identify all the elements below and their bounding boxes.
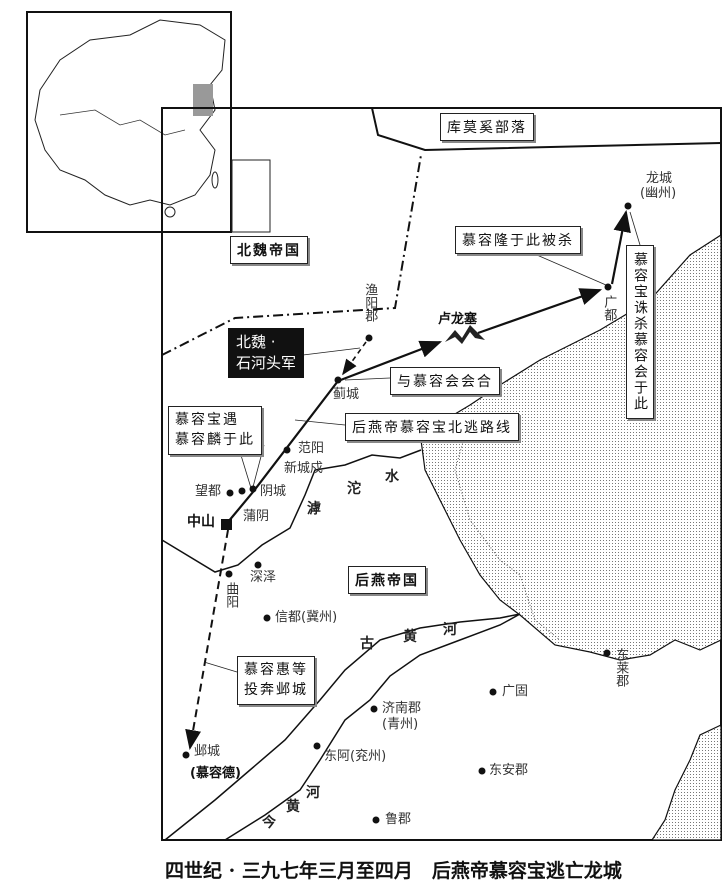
place-jinan: 济南郡: [382, 701, 422, 716]
annotation-murong-lin: 慕容宝遇 慕容麟于此: [168, 406, 262, 455]
wei-army-label: 北魏 · 石河头军: [228, 328, 305, 378]
zhongshan-capital-marker: [221, 519, 232, 530]
place-guanggu: 广固: [502, 684, 529, 699]
place-jicheng: 蓟城: [333, 387, 360, 402]
place-xindu: 信都(冀州): [275, 610, 338, 625]
northern-wei-border: [161, 154, 422, 356]
wei-army-label-line1: 北魏 ·: [236, 333, 276, 351]
region-later-yan: 后燕帝国: [348, 566, 426, 594]
place-longcheng: 龙城: [646, 171, 673, 186]
flight-to-yecheng-route: [185, 529, 229, 750]
old-yellow-river: [164, 613, 521, 841]
wei-army-label-line2: 石河头军: [236, 354, 297, 372]
annotation-longcheng-kill: 慕容宝诛杀慕容会于此: [626, 245, 654, 419]
annotation-route: 后燕帝慕容宝北逃路线: [345, 413, 519, 441]
escape-route-east: [477, 288, 603, 335]
place-xinchengshu: 新城戍: [284, 461, 324, 476]
place-yincheng: 阴城: [260, 484, 287, 499]
region-kumoxi: 库莫奚部落: [440, 113, 534, 141]
annotation-murong-hui-line2: 投奔邺城: [244, 682, 308, 699]
place-murong-de: (慕容德): [190, 766, 241, 781]
place-lujun: 鲁郡: [385, 812, 412, 827]
place-zhongshan: 中山: [187, 514, 215, 530]
callout-lines: [203, 211, 641, 673]
sea-area-southeast: [650, 724, 722, 841]
place-yecheng: 邺城: [194, 744, 221, 759]
river-hutuo-char3: 水: [385, 469, 399, 485]
place-puyin: 蒲阴: [243, 509, 270, 524]
place-lulongsai: 卢龙塞: [438, 312, 478, 327]
place-youzhou: (幽州): [640, 186, 677, 201]
place-wangdu: 望都: [195, 484, 222, 499]
escape-route: [227, 340, 443, 523]
place-guangdu: 广都: [601, 295, 617, 321]
river-old-yellow-char2: 黄: [403, 629, 417, 645]
annotation-murong-hui: 慕容惠等 投奔邺城: [237, 656, 315, 705]
new-yellow-river: [224, 613, 521, 841]
hutuo-river: [161, 449, 422, 573]
place-yuyang: 渔阳郡: [362, 283, 378, 322]
river-old-yellow-char3: 河: [443, 622, 457, 638]
annotation-meet: 与慕容会会合: [390, 367, 500, 395]
inset-china-map: [26, 11, 271, 233]
river-new-yellow-char2: 黄: [286, 799, 300, 815]
annotation-murong-hui-line1: 慕容惠等: [244, 662, 308, 678]
inset-highlight-region: [193, 84, 213, 116]
sea-area: [420, 233, 722, 661]
annotation-murong-lin-line1: 慕容宝遇: [175, 412, 239, 428]
place-donglai: 东莱郡: [613, 648, 629, 687]
place-shenze: 深泽: [250, 570, 277, 585]
city-dots: [182, 202, 632, 824]
river-hutuo-char2: 沱: [347, 481, 361, 497]
annotation-murong-lin-line2: 慕容麟于此: [175, 432, 255, 449]
place-fanyang: 范阳: [298, 441, 325, 456]
kumoxi-border: [371, 107, 722, 152]
place-qingzhou: (青州): [382, 717, 419, 732]
map-caption: 四世纪 · 三九七年三月至四月 后燕帝慕容宝逃亡龙城: [165, 860, 622, 882]
escape-route-north: [610, 209, 631, 285]
wei-army-route: [342, 341, 367, 376]
river-old-yellow-char1: 古: [360, 636, 374, 652]
annotation-murong-long: 慕容隆于此被杀: [455, 226, 581, 254]
place-quyang: 曲阳: [223, 582, 239, 608]
place-dongan: 东安郡: [489, 763, 529, 778]
river-new-yellow-char3: 河: [306, 785, 320, 801]
river-new-yellow-char1: 今: [262, 815, 276, 831]
mountain-icon: [445, 325, 485, 344]
river-hutuo-char1: 滹: [307, 501, 321, 517]
place-dong-e: 东阿(兖州): [324, 749, 387, 764]
region-northern-wei: 北魏帝国: [230, 236, 308, 264]
